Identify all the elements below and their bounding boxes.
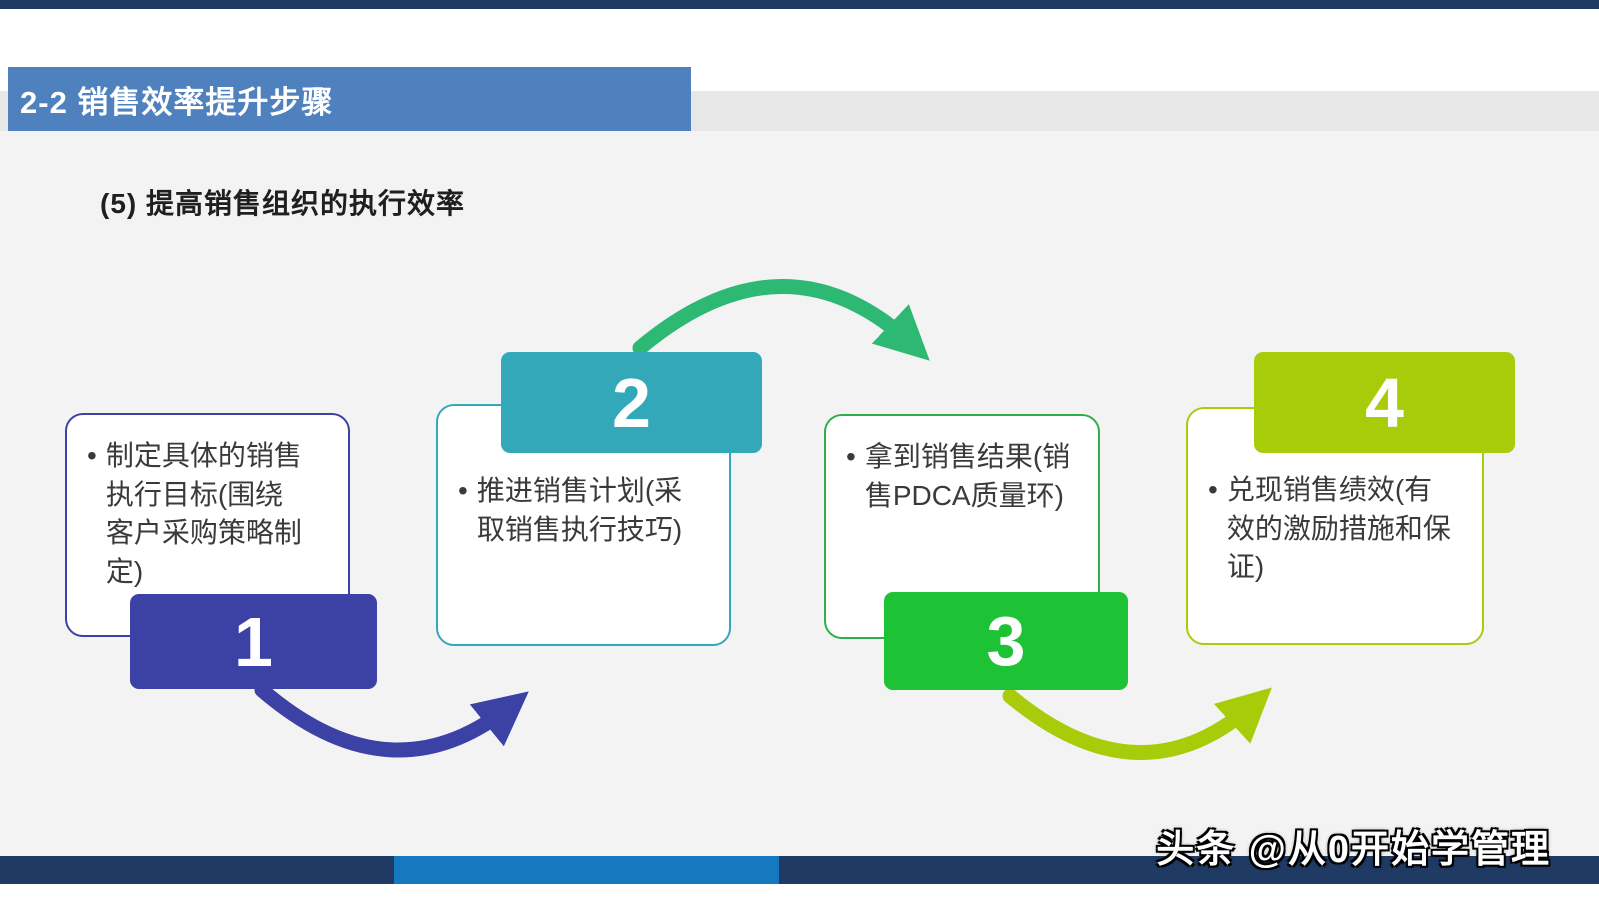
step-3-number: 3	[986, 602, 1026, 680]
step-1-description: 制定具体的销售执行目标(围绕客户采购策略制定)	[67, 415, 348, 592]
slide-subtitle: (5) 提高销售组织的执行效率	[100, 188, 466, 219]
step-badge-1: 1	[130, 594, 377, 689]
step-badge-2: 2	[501, 352, 762, 453]
step-2-description: 推进销售计划(采取销售执行技巧)	[438, 406, 729, 549]
step-1-text: 制定具体的销售执行目标(围绕客户采购策略制定)	[105, 440, 302, 587]
top-navy-strip	[0, 0, 1599, 9]
step-2-number: 2	[612, 363, 651, 442]
step-3-description: 拿到销售结果(销售PDCA质量环)	[826, 416, 1098, 515]
step-1-number: 1	[234, 602, 273, 681]
step-badge-3: 3	[884, 592, 1128, 690]
bottom-bar-left-segment	[0, 856, 394, 884]
step-badge-4: 4	[1254, 352, 1515, 453]
watermark-text: 头条 @从0开始学管理	[1156, 829, 1551, 871]
bottom-bar-blue-segment	[394, 856, 779, 884]
step-4-text: 兑现销售绩效(有效的激励措施和保证)	[1226, 474, 1451, 583]
bottom-bar-right-segment	[779, 856, 1599, 884]
step-4-description: 兑现销售绩效(有效的激励措施和保证)	[1188, 409, 1482, 587]
slide-title: 2-2 销售效率提升步骤	[20, 84, 334, 120]
step-3-text: 拿到销售结果(销售PDCA质量环)	[864, 441, 1071, 511]
slide-title-bar: 2-2 销售效率提升步骤	[8, 67, 691, 131]
step-2-text: 推进销售计划(采取销售执行技巧)	[476, 475, 683, 545]
step-4-number: 4	[1365, 363, 1404, 442]
